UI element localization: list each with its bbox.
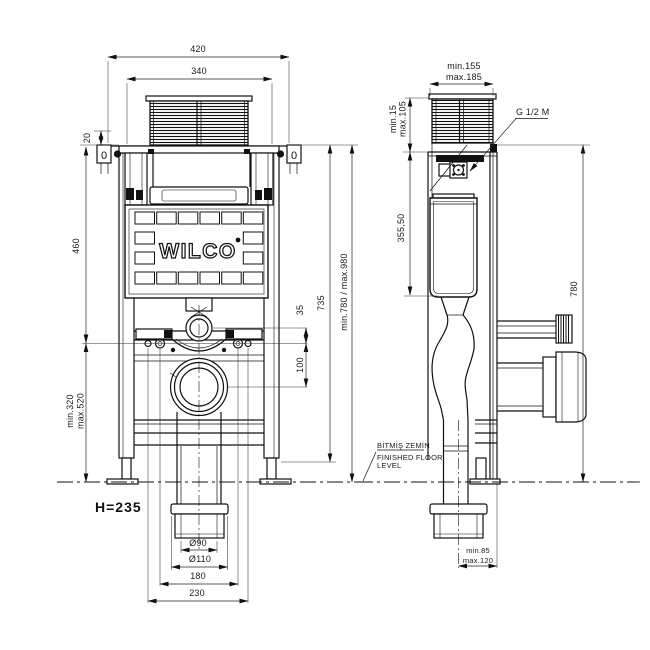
access-shaft-grille-side <box>428 93 497 152</box>
dim-side-frame-height: 780 <box>569 281 579 297</box>
dim-lower-min: min.320 <box>65 394 75 427</box>
cistern-tank: WILCO <box>124 204 269 299</box>
access-shaft-grille <box>145 95 253 146</box>
flush-bend-elbow <box>431 296 475 504</box>
dim-cover-min: min.15 <box>388 105 398 133</box>
dim-fixing-spacing: 230 <box>189 588 205 598</box>
drain-pipe <box>176 412 222 504</box>
dim-lower-max: max.520 <box>76 393 86 429</box>
tank-rib-cells <box>134 211 264 285</box>
floor-level-label-en-1: FINISHED FLOOR <box>377 453 443 462</box>
dim-drain-offset-min: min.85 <box>466 546 490 555</box>
dim-pipe-outer-diameter: Ø110 <box>189 554 211 564</box>
floor-level-label-tr: BİTMİŞ ZEMİN <box>377 441 430 450</box>
wc-outlet-connector <box>497 351 587 423</box>
dim-cover-max: max.105 <box>398 101 408 137</box>
dim-total-range: min.780 / max.980 <box>339 253 349 330</box>
dim-depth-min: min.155 <box>447 61 480 71</box>
dim-bolt-spacing: 180 <box>190 571 206 581</box>
dim-plate-width: 340 <box>191 66 207 76</box>
front-view: 0 0 <box>57 44 358 604</box>
dim-tank-height: 355,50 <box>396 214 406 243</box>
drain-collar <box>170 503 229 539</box>
wall-bracket-right: 0 <box>276 144 302 174</box>
dim-outlet-offset: 100 <box>295 357 305 373</box>
dim-flush-offset: 35 <box>295 305 305 315</box>
front-dimensions: 420 340 20 460 min.320 max.520 35 100 73… <box>65 44 358 604</box>
anchor-dot-left <box>113 150 122 158</box>
foot-left <box>106 457 139 485</box>
cistern-tank-side <box>429 193 478 298</box>
dim-overall-width: 420 <box>190 44 206 54</box>
anchor-dot-right <box>276 150 285 158</box>
brand-logo: WILCO <box>159 240 236 263</box>
level-indicator-right: 0 <box>291 150 297 162</box>
dim-drain-offset-max: max.120 <box>463 556 493 565</box>
side-view: min.155 max.185 min.15 max.105 G 1/2 M 3… <box>357 61 640 569</box>
wall-bracket-left: 0 <box>96 144 122 174</box>
foot-right <box>259 457 292 485</box>
inlet-thread-label: G 1/2 M <box>516 107 549 117</box>
frame-top-chord <box>118 145 280 154</box>
dim-pipe-inner-diameter: Ø90 <box>189 538 207 548</box>
dim-depth-max: max.185 <box>446 72 482 82</box>
inlet-valve-assembly <box>429 144 484 192</box>
registered-mark-dot <box>235 237 241 243</box>
floor-level-label-en-2: LEVEL <box>377 461 401 470</box>
upper-housing <box>124 149 274 206</box>
water-inlet-pipe <box>497 314 573 344</box>
level-indicator-left: 0 <box>101 150 107 162</box>
side-dimensions: min.155 max.185 min.15 max.105 G 1/2 M 3… <box>362 61 590 569</box>
dim-top-offset: 20 <box>82 133 92 143</box>
dim-frame-height: 735 <box>316 295 326 311</box>
dim-upper-height: 460 <box>71 238 81 254</box>
model-height-label: H=235 <box>95 499 142 515</box>
